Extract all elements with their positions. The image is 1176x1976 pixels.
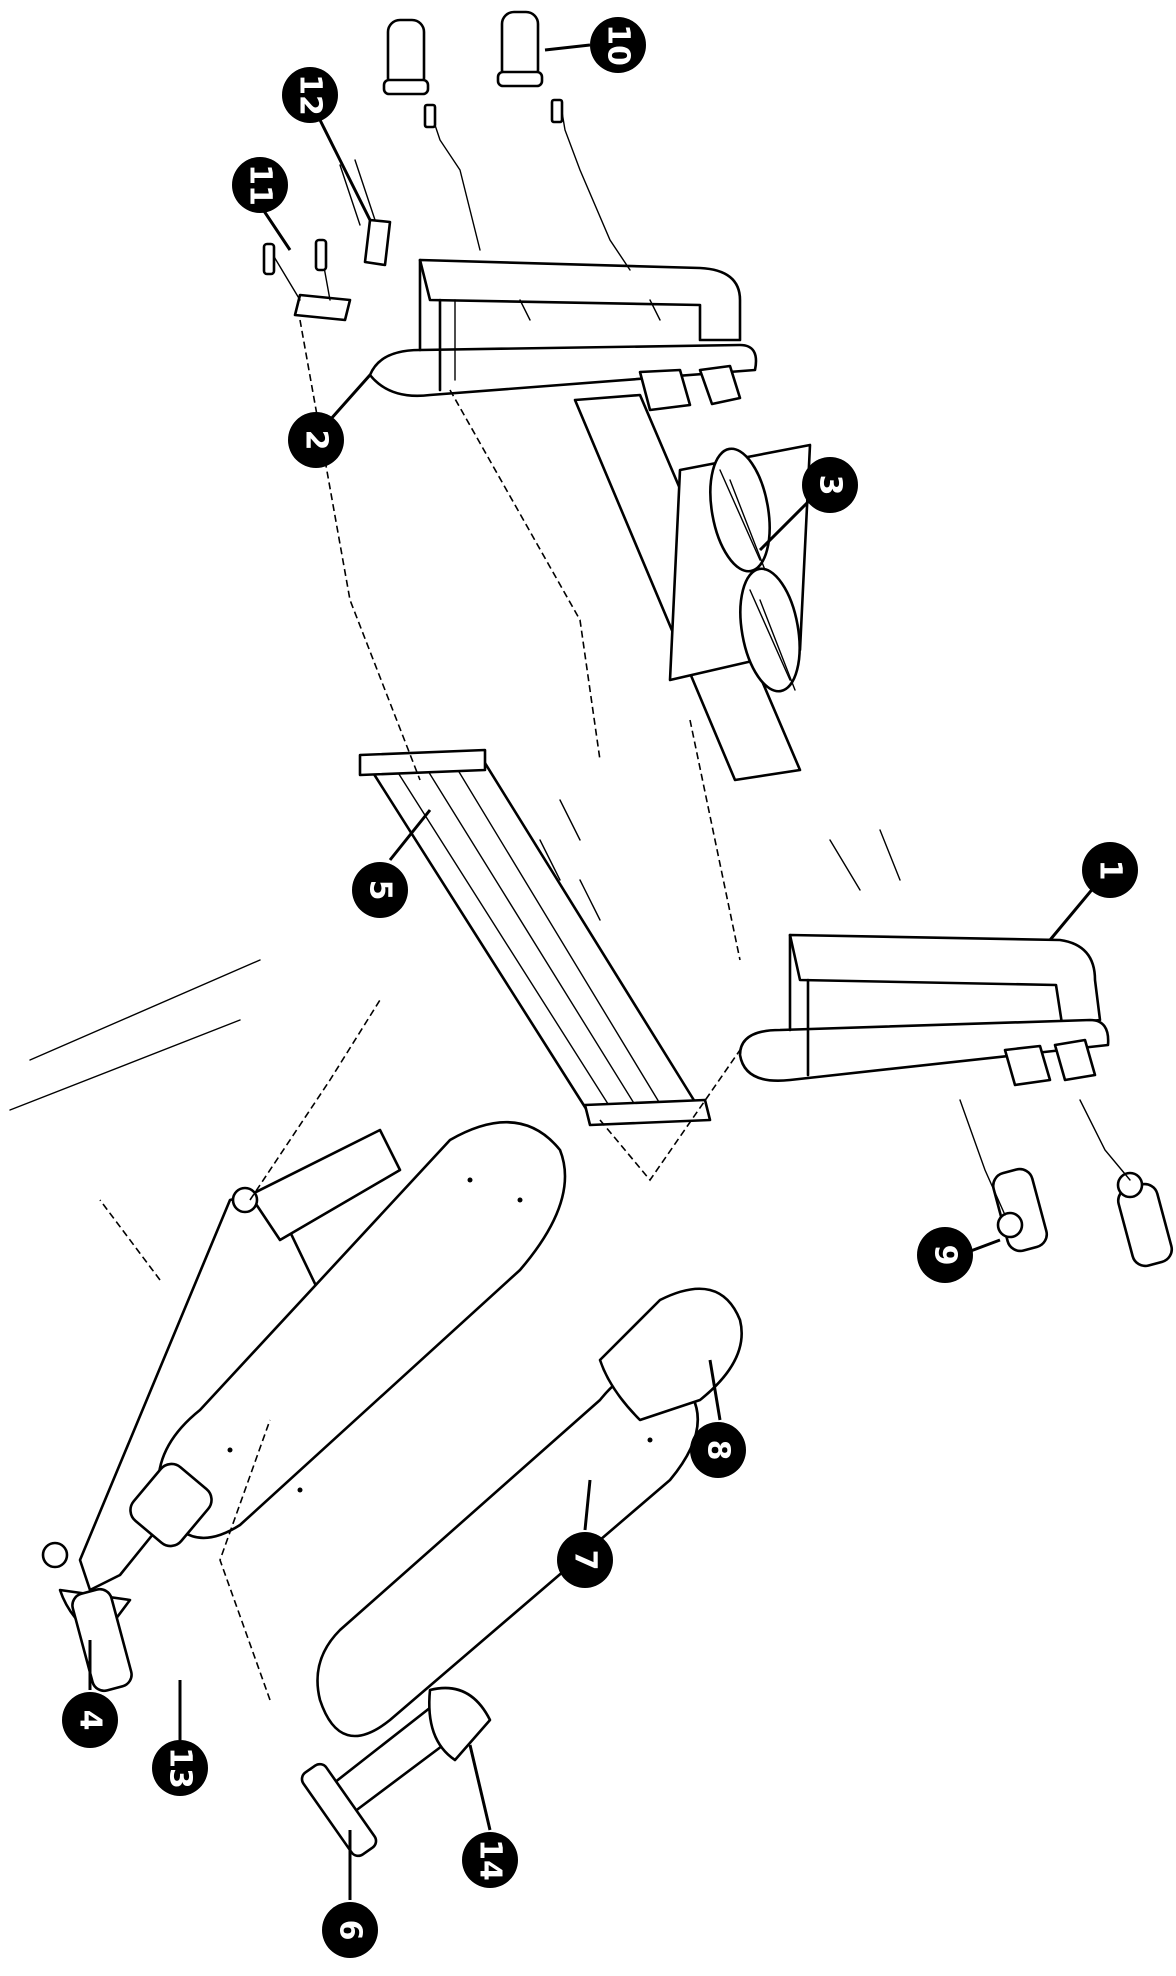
- callout-1: 1: [1048, 842, 1138, 941]
- callout-5: 5: [352, 809, 432, 918]
- svg-text:14: 14: [473, 1839, 508, 1881]
- svg-text:1: 1: [1093, 860, 1128, 881]
- callout-6: 6: [322, 1830, 378, 1958]
- svg-text:11: 11: [243, 164, 278, 206]
- pads-part-7-8: [157, 1120, 743, 1738]
- callout-13: 13: [152, 1680, 208, 1796]
- callout-8: 8: [690, 1359, 746, 1478]
- svg-text:5: 5: [363, 880, 398, 901]
- svg-text:3: 3: [813, 475, 848, 496]
- front-grips-part-9: [959, 1099, 1174, 1268]
- svg-text:4: 4: [73, 1710, 108, 1731]
- main-rail-part-5: [358, 748, 712, 1127]
- callout-7: 7: [557, 1479, 613, 1588]
- handle-grips-part-10: [382, 10, 631, 271]
- hardware-bolts: [9, 799, 901, 1111]
- rear-frame-part-2: [368, 258, 758, 412]
- svg-text:8: 8: [701, 1440, 736, 1461]
- svg-text:13: 13: [163, 1747, 198, 1789]
- callout-2: 2: [288, 374, 372, 468]
- callout-14: 14: [462, 1744, 518, 1888]
- svg-text:12: 12: [293, 74, 328, 116]
- callout-10: 10: [544, 17, 646, 73]
- svg-text:6: 6: [333, 1920, 368, 1941]
- callout-3: 3: [758, 457, 858, 552]
- callout-4: 4: [62, 1640, 118, 1748]
- callout-11: 11: [232, 157, 292, 251]
- front-frame-part-1: [738, 933, 1110, 1087]
- bracket-plates-part-11-12: [262, 159, 392, 322]
- svg-text:10: 10: [601, 24, 636, 66]
- leg-roller-assembly-part-13-14: [71, 1462, 492, 1858]
- svg-text:9: 9: [928, 1245, 963, 1266]
- callout-9: 9: [917, 1227, 1001, 1283]
- svg-text:7: 7: [568, 1550, 603, 1571]
- foot-plate-part-3: [573, 393, 812, 782]
- svg-text:2: 2: [299, 430, 334, 451]
- callout-12: 12: [282, 67, 372, 221]
